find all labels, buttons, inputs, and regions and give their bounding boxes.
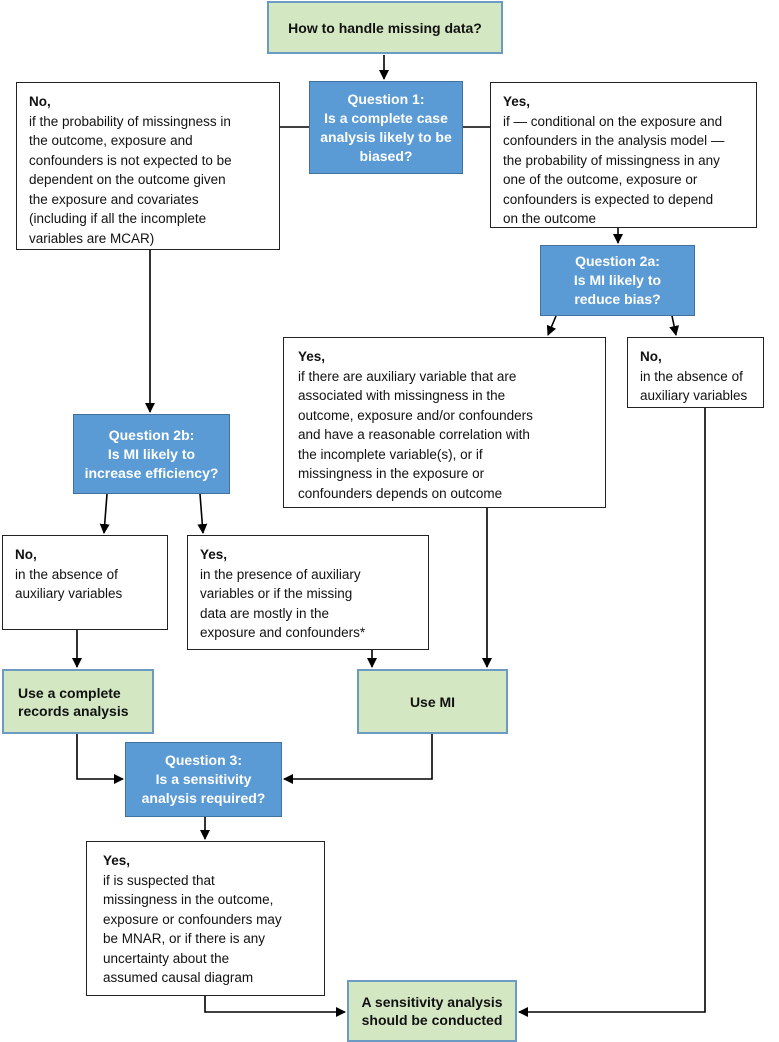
q3-line-2: Is a sensitivity — [155, 771, 252, 787]
q1-yes-line: the probability of missingness in any — [503, 152, 720, 168]
arrow-q2b-to-yes — [197, 493, 208, 534]
q1-yes-line: on the outcome — [503, 211, 597, 226]
complete-records-node: Use a complete records analysis — [2, 669, 154, 734]
q2b-yes-box: Yes, in the presence of auxiliary variab… — [187, 535, 429, 650]
arrow-q2a-to-no — [669, 315, 680, 336]
q1-no-line: (including if all the incomplete — [29, 211, 207, 226]
q2a-yes-lead: Yes, — [298, 349, 326, 364]
q1-yes-box: Yes, if — conditional on the exposure an… — [490, 82, 757, 228]
q2b-yes-line: in the presence of auxiliary — [200, 566, 361, 582]
question-1-node: Question 1: Is a complete case analysis … — [309, 81, 463, 174]
q2b-line-2: Is MI likely to — [107, 445, 196, 462]
arrow-q2a-to-yes — [546, 315, 557, 336]
q2a-yes-line: associated with missingness in the — [298, 388, 506, 403]
q1-no-lead: No, — [29, 94, 51, 109]
q2a-no-line: auxiliary variables — [640, 388, 748, 403]
q2a-yes-line: and have a reasonable correlation with — [298, 427, 530, 442]
arrow-q2b-to-no — [99, 493, 110, 534]
question-2b-node: Question 2b: Is MI likely to increase ef… — [73, 414, 230, 494]
q1-yes-lead: Yes, — [503, 94, 531, 109]
q1-yes-line: confounders in the analysis model — — [503, 133, 725, 148]
arrow-complete-records-to-q3 — [76, 734, 124, 784]
q1-line-1: Question 1: — [347, 90, 425, 107]
complete-records-line-1: Use a complete — [18, 684, 121, 701]
start-label: How to handle missing data? — [288, 19, 482, 36]
question-2a-node: Question 2a: Is MI likely to reduce bias… — [540, 245, 695, 316]
arrow-q3-yes-to-sensitivity — [204, 996, 346, 1017]
q2a-line-2: Is MI likely to — [573, 272, 662, 288]
q1-line-4: biased? — [359, 147, 413, 164]
q3-yes-line: if is suspected that — [103, 872, 215, 888]
q2b-line-3: increase efficiency? — [84, 464, 219, 481]
q2a-yes-line: outcome, exposure and/or confounders — [298, 407, 533, 423]
q3-yes-line: exposure or confounders may — [103, 911, 282, 927]
q2a-yes-line: confounders depends on outcome — [298, 485, 503, 501]
q3-line-1: Question 3: — [164, 752, 242, 768]
question-3-node: Question 3: Is a sensitivity analysis re… — [125, 742, 282, 817]
q2b-no-lead: No, — [15, 547, 37, 562]
q1-line-2: Is a complete case — [324, 109, 448, 126]
q2b-no-box: No, in the absence of auxiliary variable… — [2, 535, 168, 630]
q1-yes-line: one of the outcome, exposure or — [503, 172, 698, 187]
q1-line-3: analysis likely to be — [320, 128, 452, 145]
q1-no-box: No, if the probability of missingness in… — [16, 82, 280, 250]
sensitivity-analysis-node: A sensitivity analysis should be conduct… — [347, 980, 517, 1042]
q2a-yes-box: Yes, if there are auxiliary variable tha… — [283, 337, 606, 508]
q1-no-line: the outcome, exposure and — [29, 133, 193, 148]
use-mi-node: Use MI — [357, 669, 508, 734]
arrow-q2a-no-to-sensitivity — [518, 408, 706, 1017]
q3-yes-line: be MNAR, or if there is any — [103, 931, 266, 946]
q1-no-line: dependent on the outcome given — [29, 172, 226, 187]
q1-no-line: confounders is not expected to be — [29, 152, 232, 168]
q2b-line-1: Question 2b: — [108, 426, 195, 443]
complete-records-line-2: records analysis — [18, 702, 129, 719]
sensitivity-line-1: A sensitivity analysis — [361, 994, 503, 1010]
q2a-no-line: in the absence of — [640, 368, 743, 384]
q3-yes-lead: Yes, — [103, 853, 131, 868]
q2b-yes-line: variables or if the missing — [200, 586, 353, 601]
use-mi-label: Use MI — [409, 693, 456, 710]
q3-yes-line: uncertainty about the — [103, 950, 230, 966]
q2a-yes-line: missingness in the exposure or — [298, 466, 485, 481]
arrow-use-mi-to-q3 — [283, 734, 433, 784]
q2b-yes-lead: Yes, — [200, 547, 228, 562]
q1-yes-line: confounders is expected to depend — [503, 191, 714, 207]
q3-yes-box: Yes, if is suspected that missingness in… — [86, 841, 325, 996]
q1-no-line: if the probability of missingness in — [29, 113, 231, 129]
start-node: How to handle missing data? — [267, 1, 503, 54]
q2a-no-box: No, in the absence of auxiliary variable… — [627, 337, 764, 408]
q2a-line-3: reduce bias? — [574, 291, 661, 307]
q2b-no-line: in the absence of — [15, 566, 118, 582]
q2b-yes-line: data are mostly in the — [200, 605, 330, 621]
q3-yes-line: assumed causal diagram — [103, 970, 254, 985]
q2a-yes-line: the incomplete variable(s), or if — [298, 446, 483, 462]
sensitivity-line-2: should be conducted — [361, 1012, 503, 1028]
q2a-yes-line: if there are auxiliary variable that are — [298, 368, 517, 384]
q2b-yes-line: exposure and confounders* — [200, 625, 366, 640]
q1-no-line: the exposure and covariates — [29, 191, 199, 207]
q2a-line-1: Question 2a: — [575, 253, 660, 269]
q2b-no-line: auxiliary variables — [15, 586, 123, 601]
q3-yes-line: missingness in the outcome, — [103, 892, 274, 907]
q3-line-3: analysis required? — [141, 790, 266, 806]
q1-no-line: variables are MCAR) — [29, 230, 155, 246]
q2a-no-lead: No, — [640, 349, 662, 364]
q1-yes-line: if — conditional on the exposure and — [503, 113, 723, 129]
